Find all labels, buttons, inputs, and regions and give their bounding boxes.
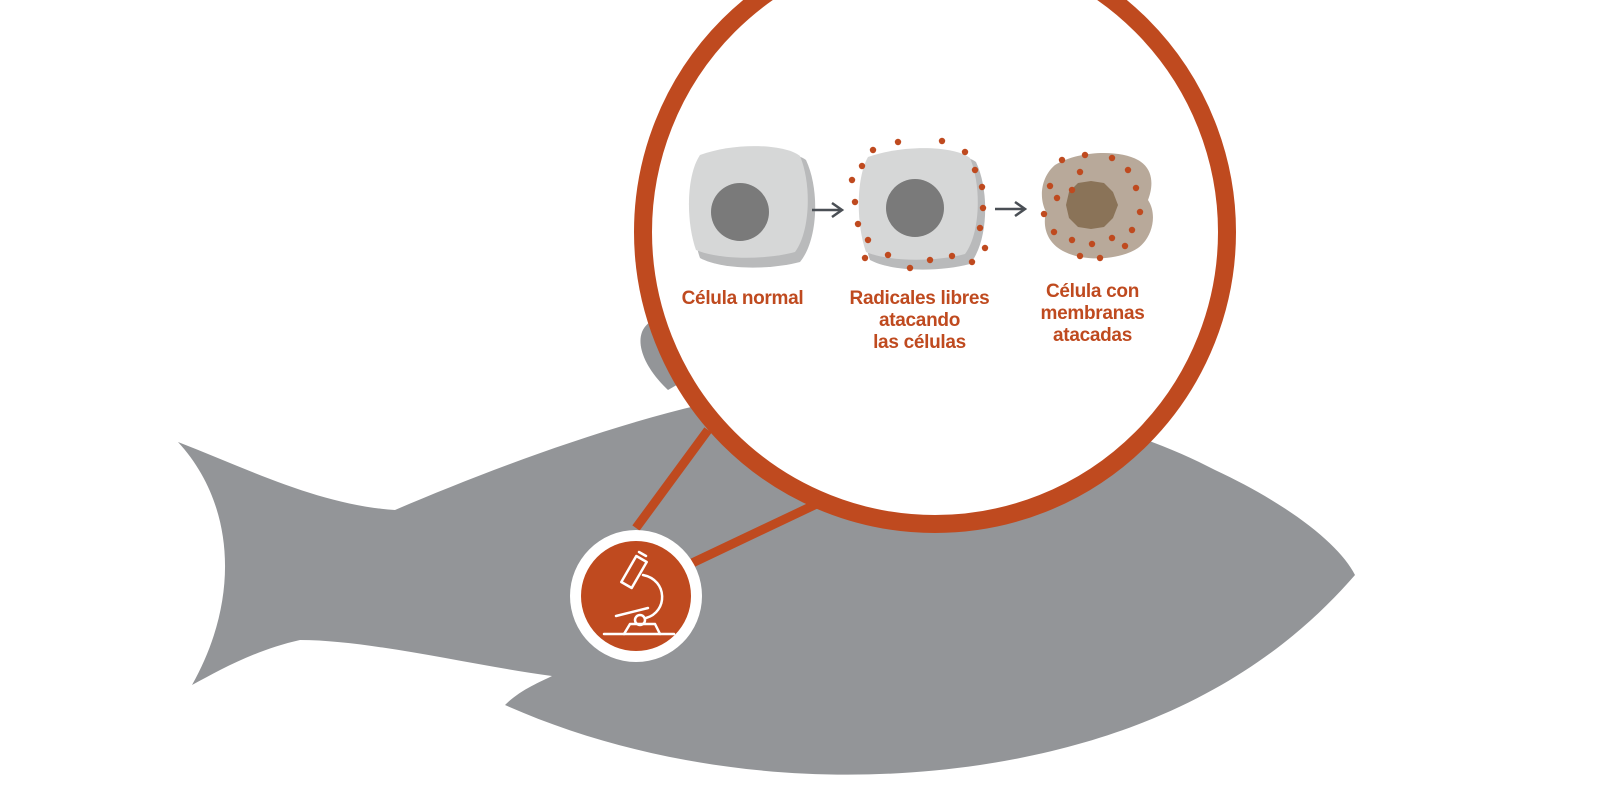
arrow-2 xyxy=(995,200,1028,218)
microscope-badge xyxy=(581,541,691,651)
radical-dot xyxy=(926,256,934,264)
radical-dot xyxy=(1096,254,1104,262)
radical-dot xyxy=(884,251,892,259)
radical-dot xyxy=(1088,240,1096,248)
damaged-cell xyxy=(1041,153,1153,259)
radical-dot xyxy=(1053,194,1061,202)
arrow-1 xyxy=(812,201,845,219)
normal-cell xyxy=(688,146,816,268)
radical-dot xyxy=(948,252,956,260)
radical-dot xyxy=(981,244,989,252)
radical-dot xyxy=(961,148,969,156)
radical-dot xyxy=(1050,228,1058,236)
radical-dot xyxy=(1121,242,1129,250)
label-radicals: Radicales libres atacando las células xyxy=(849,288,990,353)
radical-dot xyxy=(1124,166,1132,174)
radical-dot xyxy=(976,224,984,232)
radical-dot xyxy=(1108,234,1116,242)
radical-dot xyxy=(848,176,856,184)
radicals-cell xyxy=(858,148,986,270)
radical-dot xyxy=(858,162,866,170)
connector-line-right xyxy=(686,495,827,570)
radical-dot xyxy=(1068,186,1076,194)
radical-dot xyxy=(1058,156,1066,164)
radical-dot xyxy=(1132,184,1140,192)
radical-dot xyxy=(851,198,859,206)
radical-dot xyxy=(869,146,877,154)
radical-dot xyxy=(861,254,869,262)
radical-dot xyxy=(906,264,914,272)
radical-dot xyxy=(864,236,872,244)
radical-dot xyxy=(978,183,986,191)
radical-dot xyxy=(971,166,979,174)
radical-dot xyxy=(1068,236,1076,244)
radical-dot xyxy=(1076,168,1084,176)
label-normal-cell: Célula normal xyxy=(681,288,804,309)
attacking-radicals xyxy=(1040,151,1144,262)
radical-dot xyxy=(1046,182,1054,190)
radical-dot xyxy=(1128,226,1136,234)
radical-dot xyxy=(854,220,862,228)
radical-dot xyxy=(1108,154,1116,162)
free-radicals xyxy=(848,137,989,272)
connector-line-left xyxy=(632,427,712,531)
radical-dot xyxy=(1040,210,1048,218)
radical-dot xyxy=(968,258,976,266)
radical-dot xyxy=(1081,151,1089,159)
radical-dot xyxy=(1136,208,1144,216)
radical-dot xyxy=(894,138,902,146)
label-damaged-cell: Célula con membranas atacadas xyxy=(1040,281,1145,346)
radical-dot xyxy=(938,137,946,145)
radical-dot xyxy=(979,204,987,212)
radical-dot xyxy=(1076,252,1084,260)
microscope-icon xyxy=(602,550,676,636)
